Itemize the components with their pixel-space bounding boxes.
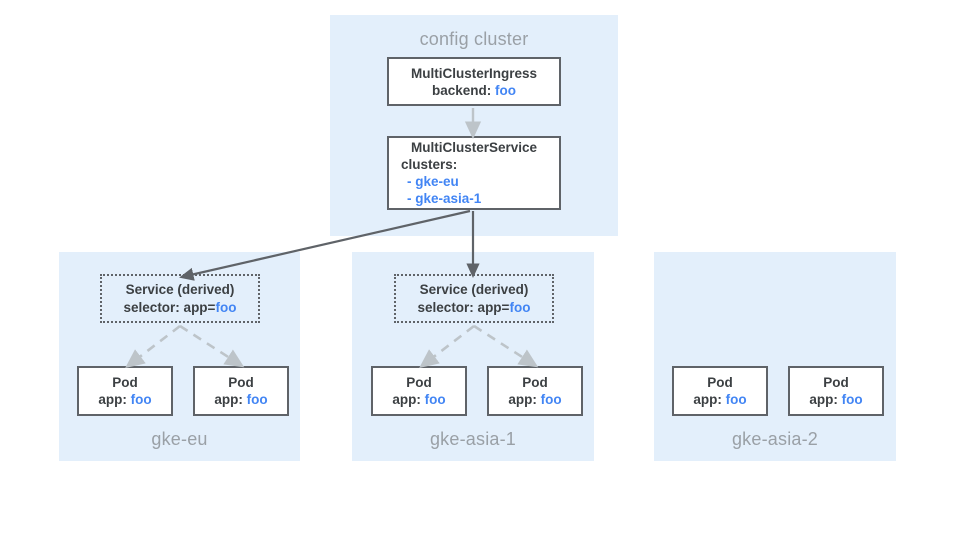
pod-app: app: foo xyxy=(79,391,171,408)
multiclusterservice-cluster-1: - gke-asia-1 xyxy=(407,191,482,206)
pod-box[interactable]: Pod app: foo xyxy=(371,366,467,416)
pod-app: app: foo xyxy=(373,391,465,408)
selector-label: selector: app= xyxy=(417,299,510,315)
selector-value: foo xyxy=(215,299,237,315)
selector-label: selector: app= xyxy=(123,299,216,315)
pod-app-label: app: xyxy=(98,392,127,407)
multiclusterservice-kind: MultiClusterService xyxy=(410,140,538,155)
multiclusteringress-box[interactable]: MultiClusterIngress backend: foo xyxy=(387,57,561,106)
pod-title: Pod xyxy=(406,375,432,390)
pod-app-value: foo xyxy=(424,392,446,407)
multiclusterservice-clusters-label: clusters: xyxy=(401,157,458,172)
pod-title: Pod xyxy=(112,375,138,390)
derived-service-selector: selector: app=foo xyxy=(418,299,531,317)
multiclusterservice-cluster-0: - gke-eu xyxy=(407,174,459,189)
pod-title: Pod xyxy=(823,375,849,390)
pod-title: Pod xyxy=(522,375,548,390)
pod-app: app: foo xyxy=(674,391,766,408)
pod-title: Pod xyxy=(707,375,733,390)
config-cluster-title: config cluster xyxy=(419,29,529,49)
pod-title: Pod xyxy=(228,375,254,390)
selector-value: foo xyxy=(509,299,531,315)
pod-app-label: app: xyxy=(809,392,838,407)
pod-app-label: app: xyxy=(392,392,421,407)
pod-app: app: foo xyxy=(489,391,581,408)
derived-service-title: Service (derived) xyxy=(125,281,235,297)
derived-service-selector: selector: app=foo xyxy=(124,299,237,317)
pod-app-value: foo xyxy=(725,392,747,407)
multiclusteringress-backend: backend: foo xyxy=(389,82,559,99)
derived-service-gke-eu[interactable]: Service (derived) selector: app=foo xyxy=(100,274,260,323)
cluster-label-gke-asia-1: gke-asia-1 xyxy=(429,429,517,449)
backend-label: backend: xyxy=(431,82,492,98)
backend-value: foo xyxy=(495,82,517,98)
pod-box[interactable]: Pod app: foo xyxy=(487,366,583,416)
pod-app-value: foo xyxy=(841,392,863,407)
pod-app-value: foo xyxy=(540,392,562,407)
pod-app-value: foo xyxy=(130,392,152,407)
derived-service-title: Service (derived) xyxy=(419,281,529,297)
cluster-label-gke-eu: gke-eu xyxy=(151,429,208,449)
pod-box[interactable]: Pod app: foo xyxy=(193,366,289,416)
pod-box[interactable]: Pod app: foo xyxy=(672,366,768,416)
pod-app-label: app: xyxy=(693,392,722,407)
cluster-panel-gke-asia-2: gke-asia-2 xyxy=(654,252,896,461)
pod-app: app: foo xyxy=(790,391,882,408)
cluster-label-gke-asia-2: gke-asia-2 xyxy=(731,429,819,449)
pod-app-label: app: xyxy=(214,392,243,407)
pod-app: app: foo xyxy=(195,391,287,408)
multiclusterservice-box[interactable]: MultiClusterService clusters: - gke-eu -… xyxy=(387,136,561,210)
derived-service-gke-asia-1[interactable]: Service (derived) selector: app=foo xyxy=(394,274,554,323)
pod-app-value: foo xyxy=(246,392,268,407)
pod-app-label: app: xyxy=(508,392,537,407)
pod-box[interactable]: Pod app: foo xyxy=(77,366,173,416)
pod-box[interactable]: Pod app: foo xyxy=(788,366,884,416)
multiclusteringress-kind: MultiClusterIngress xyxy=(410,65,538,81)
